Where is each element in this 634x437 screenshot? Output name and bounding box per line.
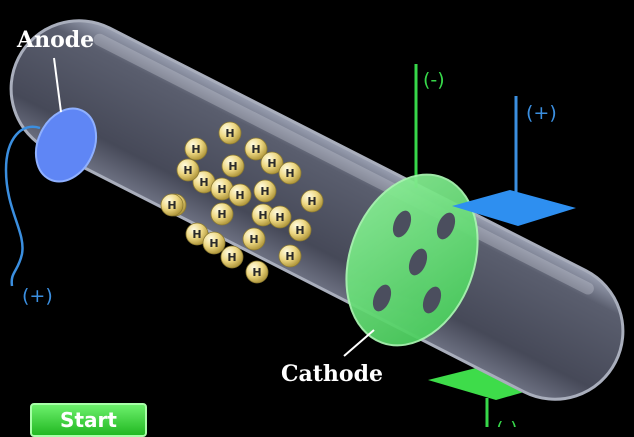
hydrogen-particle: H bbox=[176, 158, 200, 182]
hydrogen-particle: H bbox=[202, 231, 226, 255]
cathode-disc bbox=[345, 173, 479, 347]
hydrogen-particle: H bbox=[300, 189, 324, 213]
hydrogen-particle: H bbox=[278, 244, 302, 268]
hydrogen-symbol: H bbox=[260, 185, 269, 198]
hydrogen-symbol: H bbox=[225, 127, 234, 140]
hydrogen-symbol: H bbox=[199, 176, 208, 189]
hydrogen-symbol: H bbox=[251, 143, 260, 156]
hydrogen-particle: H bbox=[160, 193, 184, 217]
cathode-ray-tube-diagram: Anode (+) HHHHHHHHHHHHHHHHHHHHHHHH (-) (… bbox=[4, 19, 625, 427]
cathode-hole bbox=[372, 284, 392, 312]
cathode-label-pointer bbox=[343, 329, 375, 357]
hydrogen-symbol: H bbox=[167, 199, 176, 212]
hydrogen-particle: H bbox=[228, 183, 252, 207]
hydrogen-symbol: H bbox=[228, 160, 237, 173]
hydrogen-particle: H bbox=[268, 205, 292, 229]
hydrogen-symbol: H bbox=[235, 189, 244, 202]
cathode-terminal-sign: (-) bbox=[423, 69, 445, 91]
hydrogen-particle: H bbox=[220, 245, 244, 269]
hydrogen-particle: H bbox=[253, 179, 277, 203]
hydrogen-particle: H bbox=[260, 151, 284, 175]
hydrogen-particles: HHHHHHHHHHHHHHHHHHHHHHHH bbox=[160, 121, 324, 284]
cathode-hole bbox=[422, 286, 442, 314]
top-deflection-plate bbox=[452, 190, 576, 226]
cathode-hole bbox=[436, 212, 456, 240]
hydrogen-symbol: H bbox=[267, 157, 276, 170]
anode-label: Anode bbox=[16, 27, 94, 53]
anode-disc bbox=[34, 107, 98, 183]
hydrogen-symbol: H bbox=[227, 251, 236, 264]
hydrogen-symbol: H bbox=[275, 211, 284, 224]
hydrogen-particle: H bbox=[288, 218, 312, 242]
bottom-plate-sign: (-) bbox=[496, 418, 518, 427]
anode-label-pointer bbox=[53, 57, 62, 113]
hydrogen-symbol: H bbox=[295, 224, 304, 237]
hydrogen-symbol: H bbox=[307, 195, 316, 208]
hydrogen-symbol: H bbox=[285, 250, 294, 263]
hydrogen-particle: H bbox=[278, 161, 302, 185]
hydrogen-symbol: H bbox=[192, 228, 201, 241]
hydrogen-particle: H bbox=[210, 202, 234, 226]
cathode-label: Cathode bbox=[281, 361, 383, 387]
cathode-hole bbox=[392, 210, 412, 238]
anode-wire bbox=[4, 125, 41, 287]
cathode-hole bbox=[408, 248, 428, 276]
hydrogen-particle: H bbox=[218, 121, 242, 145]
hydrogen-symbol: H bbox=[249, 233, 258, 246]
hydrogen-symbol: H bbox=[183, 164, 192, 177]
hydrogen-symbol: H bbox=[209, 237, 218, 250]
hydrogen-particle: H bbox=[245, 260, 269, 284]
top-plate-sign: (+) bbox=[526, 102, 557, 124]
hydrogen-particle: H bbox=[244, 137, 268, 161]
hydrogen-symbol: H bbox=[252, 266, 261, 279]
hydrogen-particle: H bbox=[184, 137, 208, 161]
hydrogen-symbol: H bbox=[217, 208, 226, 221]
hydrogen-symbol: H bbox=[217, 183, 226, 196]
start-button[interactable]: Start bbox=[30, 403, 147, 437]
hydrogen-particle: H bbox=[242, 227, 266, 251]
hydrogen-symbol: H bbox=[285, 167, 294, 180]
hydrogen-particle: H bbox=[221, 154, 245, 178]
anode-wire-sign: (+) bbox=[22, 285, 53, 307]
hydrogen-symbol: H bbox=[258, 209, 267, 222]
hydrogen-symbol: H bbox=[191, 143, 200, 156]
